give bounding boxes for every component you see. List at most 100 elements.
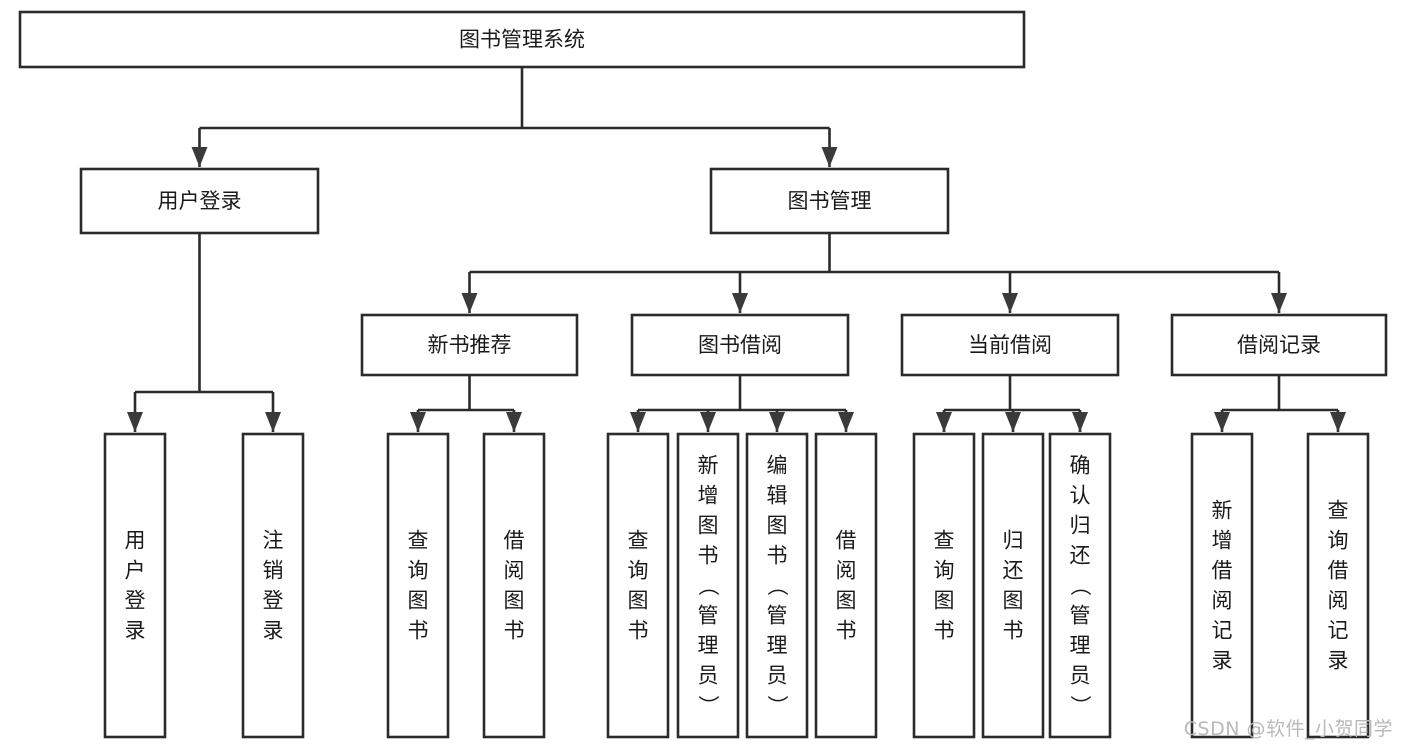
- node-leaf-8-char: 询: [934, 559, 955, 583]
- arrow-head-icon: [1330, 412, 1346, 432]
- node-leaf-0[interactable]: 用户登录: [103, 432, 167, 739]
- node-leaf-10-char: 确: [1070, 454, 1091, 478]
- node-leaf-12-char: 录: [1328, 649, 1349, 673]
- node-leaf-4-rect[interactable]: [606, 432, 670, 739]
- node-leaf-10-char: 管: [1070, 604, 1091, 628]
- node-level2-1-rect[interactable]: [709, 167, 950, 235]
- node-leaf-11-char: 借: [1212, 559, 1233, 583]
- node-level3-0-rect[interactable]: [360, 313, 579, 377]
- arrow-head-icon: [1271, 293, 1287, 313]
- node-leaf-4-char: 查: [628, 529, 649, 553]
- arrow-head-icon: [821, 147, 838, 167]
- arrow-head-icon: [630, 412, 646, 432]
- node-leaf-6-char: （: [765, 575, 789, 596]
- node-leaf-9-char: 归: [1003, 529, 1024, 553]
- node-leaf-6-char: 编: [767, 454, 788, 478]
- node-leaf-6-char: 辑: [767, 484, 788, 508]
- arrow-head-icon: [410, 412, 426, 432]
- node-level3-1[interactable]: 图书借阅: [630, 313, 850, 377]
- node-leaf-4-char: 询: [628, 559, 649, 583]
- node-root-图书管理系统[interactable]: 图书管理系统: [18, 10, 1026, 69]
- arrow-head-icon: [191, 147, 208, 167]
- arrow-head-icon: [838, 412, 854, 432]
- node-leaf-6-rect[interactable]: [745, 432, 809, 739]
- node-level3-1-rect[interactable]: [630, 313, 850, 377]
- csdn-watermark: CSDN @软件_小贺同学: [1183, 718, 1393, 740]
- node-level3-1-label: 图书借阅: [698, 333, 782, 357]
- node-leaf-10-char: 理: [1070, 634, 1091, 658]
- arrow-head-icon: [1072, 412, 1088, 432]
- node-root-图书管理系统-rect[interactable]: [18, 10, 1026, 69]
- node-leaf-6-char: 员: [767, 664, 788, 688]
- node-leaf-1-char: 销: [263, 559, 284, 583]
- node-level2-0-label: 用户登录: [158, 189, 242, 213]
- node-leaf-7-char: 阅: [836, 559, 857, 583]
- node-level3-3-label: 借阅记录: [1237, 333, 1321, 357]
- node-leaf-0-char: 登: [125, 589, 146, 613]
- node-leaf-10-char: 认: [1070, 484, 1091, 508]
- node-leaf-10-rect[interactable]: [1048, 432, 1112, 739]
- node-level3-2-rect[interactable]: [900, 313, 1120, 377]
- node-leaf-2-char: 查: [408, 529, 429, 553]
- node-leaf-7-rect[interactable]: [814, 432, 878, 739]
- node-leaf-9-char: 还: [1003, 559, 1024, 583]
- arrow-head-icon: [700, 412, 716, 432]
- node-leaf-3-char: 阅: [504, 559, 525, 583]
- node-level2-0-rect[interactable]: [79, 167, 320, 235]
- node-leaf-5-char: ）: [696, 695, 720, 716]
- node-leaf-0-char: 户: [125, 559, 146, 583]
- node-leaf-9-rect[interactable]: [981, 432, 1045, 739]
- node-leaf-3-char: 借: [504, 529, 525, 553]
- node-leaf-0-rect[interactable]: [103, 432, 167, 739]
- node-level3-3[interactable]: 借阅记录: [1170, 313, 1388, 377]
- node-level3-3-rect[interactable]: [1170, 313, 1388, 377]
- node-leaf-11-rect[interactable]: [1190, 432, 1254, 739]
- node-leaf-5-char: 新: [698, 454, 719, 478]
- node-level3-0-label: 新书推荐: [428, 333, 512, 357]
- arrow-head-icon: [461, 293, 478, 313]
- node-leaf-12-rect[interactable]: [1306, 432, 1370, 739]
- node-leaf-1-rect[interactable]: [241, 432, 305, 739]
- node-level3-2[interactable]: 当前借阅: [900, 313, 1120, 377]
- node-leaf-5-char: （: [696, 575, 720, 596]
- arrow-head-icon: [265, 412, 281, 432]
- node-leaf-5-char: 管: [698, 604, 719, 628]
- arrow-head-icon: [127, 412, 143, 432]
- node-leaf-10-char: 还: [1070, 544, 1091, 568]
- node-level2-0[interactable]: 用户登录: [79, 167, 320, 235]
- node-level3-0[interactable]: 新书推荐: [360, 313, 579, 377]
- node-leaf-11-char: 新: [1212, 499, 1233, 523]
- node-leaf-6-char: 管: [767, 604, 788, 628]
- node-leaf-2-char: 书: [408, 619, 429, 643]
- node-leaf-5-rect[interactable]: [676, 432, 740, 739]
- node-leaf-5-char: 图: [698, 514, 719, 538]
- node-leaf-8-char: 书: [934, 619, 955, 643]
- node-leaf-11-char: 增: [1212, 529, 1233, 553]
- node-level2-1[interactable]: 图书管理: [709, 167, 950, 235]
- node-leaf-8-char: 查: [934, 529, 955, 553]
- node-leaf-0-char: 用: [125, 529, 146, 553]
- node-leaf-3-rect[interactable]: [482, 432, 546, 739]
- node-leaf-8-rect[interactable]: [912, 432, 976, 739]
- node-leaf-4-char: 书: [628, 619, 649, 643]
- node-leaf-10-char: （: [1068, 575, 1092, 596]
- node-root-图书管理系统-label: 图书管理系统: [459, 28, 585, 52]
- node-leaf-2-rect[interactable]: [386, 432, 450, 739]
- node-leaf-12-char: 查: [1328, 499, 1349, 523]
- node-leaf-5-char: 增: [698, 484, 719, 508]
- arrow-head-icon: [1214, 412, 1230, 432]
- arrow-head-icon: [936, 412, 952, 432]
- node-leaf-5-char: 员: [698, 664, 719, 688]
